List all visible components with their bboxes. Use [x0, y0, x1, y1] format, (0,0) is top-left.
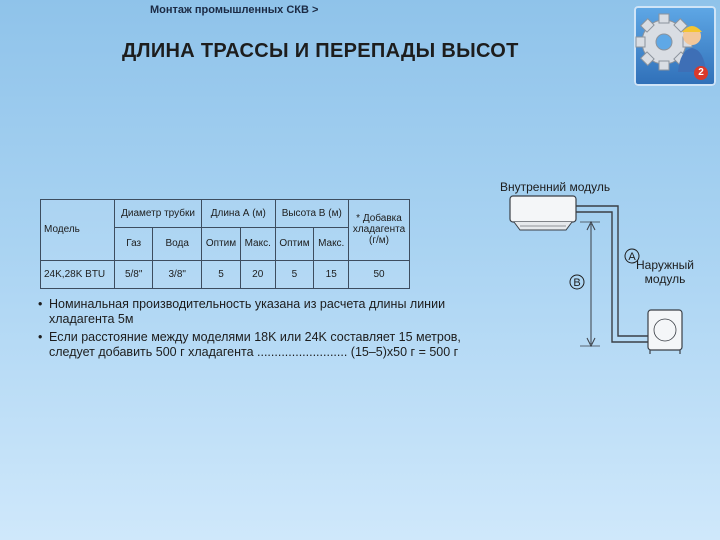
- water-cell: 3/8": [152, 259, 203, 290]
- indoor-unit-label: Внутренний модуль: [500, 180, 610, 194]
- spec-table: Модель Диаметр трубки Длина А (м) Высота…: [40, 198, 410, 290]
- logo: 2: [634, 6, 716, 86]
- refrigerant-cell: 50: [348, 259, 410, 290]
- page-title: ДЛИНА ТРАССЫ И ПЕРЕПАДЫ ВЫСОТ: [122, 40, 519, 62]
- marker-a-label: A: [628, 251, 636, 263]
- list-item: Если расстояние между моделями 18K или 2…: [38, 330, 508, 360]
- outdoor-unit-label: Наружный: [636, 258, 694, 272]
- refrigerant-pipe: [576, 211, 648, 343]
- breadcrumb[interactable]: Монтаж промышленных СКВ >: [150, 4, 319, 16]
- opt-header: Оптим: [274, 227, 315, 261]
- marker-a: [624, 248, 640, 264]
- length-max-cell: 20: [239, 259, 276, 290]
- height-max-cell: 15: [313, 259, 349, 290]
- refrigerant-header: * Добавка хладагента (г/м): [348, 199, 410, 261]
- outdoor-unit-label: модуль: [645, 272, 686, 286]
- pipe-diameter-header: Диаметр трубки: [113, 198, 203, 229]
- water-header: Вода: [152, 227, 203, 261]
- marker-b: [569, 274, 585, 290]
- model-cell: 24K,28K BTU: [40, 259, 115, 290]
- gas-header: Газ: [113, 227, 154, 261]
- notification-badge: 2: [694, 66, 708, 80]
- marker-b-label: B: [573, 277, 580, 289]
- opt-header: Оптим: [201, 227, 241, 261]
- max-header: Макс.: [239, 227, 276, 261]
- refrigerant-pipe: [576, 205, 648, 337]
- gas-cell: 5/8": [113, 259, 154, 290]
- model-header: Модель: [40, 199, 115, 261]
- max-header: Макс.: [313, 227, 349, 261]
- table-row: 24K,28K BTU 5/8" 3/8" 5 20 5 15 50: [40, 259, 410, 290]
- height-b-header: Высота В (м): [274, 198, 349, 229]
- height-opt-cell: 5: [274, 259, 315, 290]
- length-a-header: Длина А (м): [201, 198, 276, 229]
- notes-list: Номинальная производительность указана и…: [38, 297, 508, 363]
- installation-diagram: Внутренний модуль B A Наружный модуль: [500, 180, 694, 354]
- length-opt-cell: 5: [201, 259, 241, 290]
- gear-and-technician-icon: [635, 13, 706, 72]
- indoor-unit: [509, 195, 577, 223]
- list-item: Номинальная производительность указана и…: [38, 297, 508, 327]
- outdoor-unit: [647, 309, 683, 351]
